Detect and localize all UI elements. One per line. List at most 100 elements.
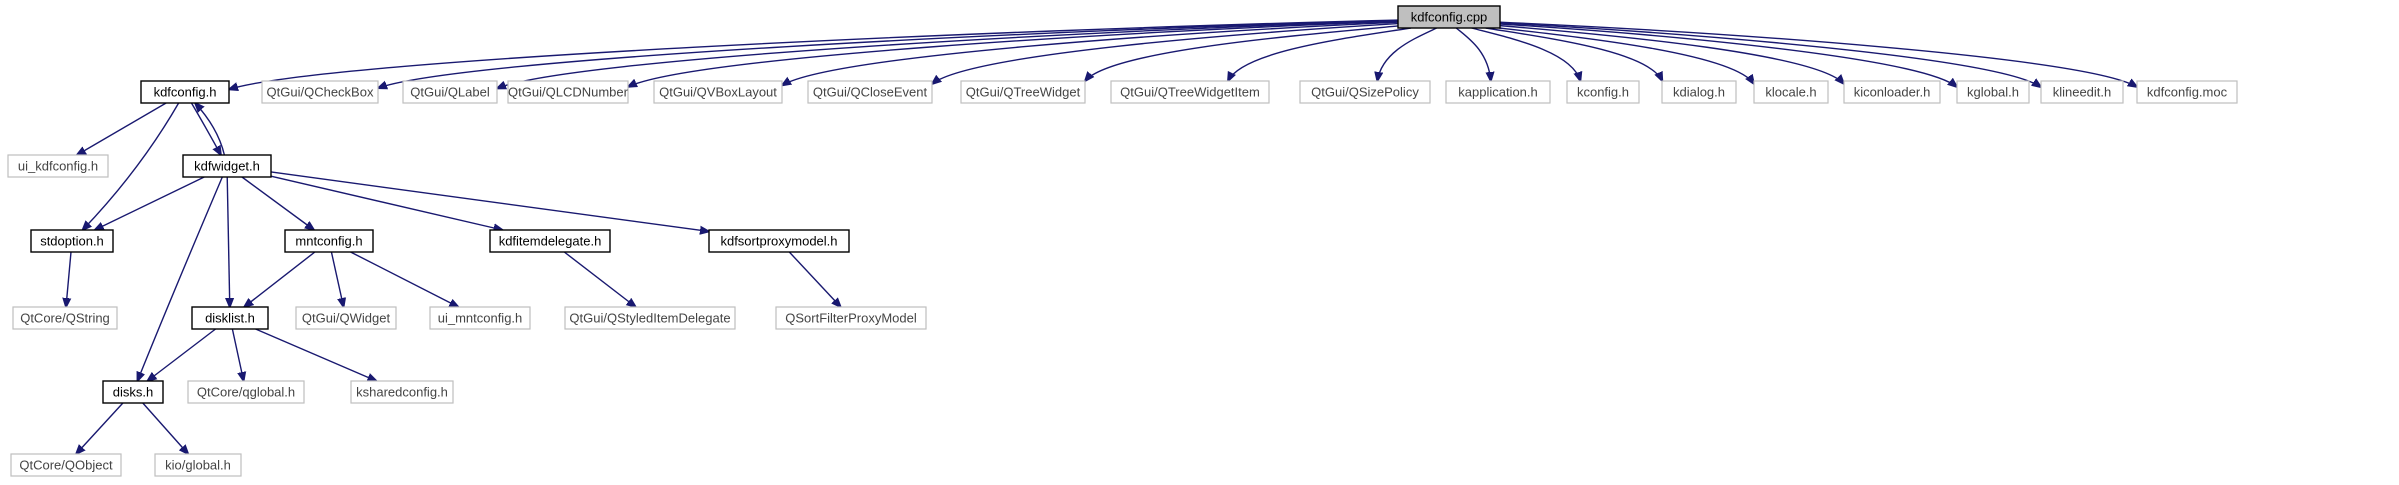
node-box — [140, 80, 230, 104]
node-label: QtGui/QTreeWidget — [966, 85, 1081, 100]
node-label: QSortFilterProxyModel — [785, 311, 917, 326]
edge-kdfwidget-to-mntconfig — [241, 176, 314, 230]
node-label: QtCore/QObject — [19, 458, 113, 473]
node-box — [653, 80, 783, 104]
node-label: kdfitemdelegate.h — [499, 234, 602, 249]
node-label: QtGui/QVBoxLayout — [659, 85, 777, 100]
node-box — [564, 306, 736, 330]
node-label: QtGui/QLabel — [410, 85, 490, 100]
node-label: kapplication.h — [1458, 85, 1538, 100]
node-box — [191, 306, 269, 330]
node-label: QtGui/QTreeWidgetItem — [1120, 85, 1260, 100]
edge-kdfconfig_cpp-to-qvboxlayout — [782, 21, 1399, 85]
edge-mntconfig-to-disklist — [244, 251, 316, 307]
edge-disks-to-qobject — [76, 402, 124, 454]
node-kdfitemdelegate[interactable]: kdfitemdelegate.h — [489, 229, 611, 253]
node-qobject: QtCore/QObject — [10, 453, 122, 477]
node-box — [429, 306, 531, 330]
node-label: kdialog.h — [1673, 85, 1725, 100]
node-kdialog: kdialog.h — [1661, 80, 1737, 104]
node-box — [2136, 80, 2238, 104]
node-label: klocale.h — [1765, 85, 1816, 100]
node-label: disks.h — [113, 385, 153, 400]
node-box — [154, 453, 242, 477]
edge-mntconfig-to-ui_mntconfig — [350, 251, 459, 307]
node-label: ksharedconfig.h — [356, 385, 448, 400]
node-qlabel: QtGui/QLabel — [402, 80, 498, 104]
node-klocale: klocale.h — [1753, 80, 1829, 104]
node-label: kdfwidget.h — [194, 159, 260, 174]
edge-kdfconfig_cpp-to-kdfconfig_moc — [1499, 21, 2137, 87]
node-label: kdfconfig.cpp — [1411, 10, 1488, 25]
edge-disks-to-kio_global — [142, 402, 188, 454]
edge-kdfwidget-to-disklist — [227, 176, 230, 307]
node-box — [10, 453, 122, 477]
node-qtreewidgetitem: QtGui/QTreeWidgetItem — [1110, 80, 1270, 104]
edge-kdfconfig_cpp-to-kapplication — [1455, 27, 1491, 81]
node-kdfconfig-moc: kdfconfig.moc — [2136, 80, 2238, 104]
node-box — [960, 80, 1086, 104]
edge-kdfconfig_cpp-to-klineedit — [1499, 22, 2041, 87]
edge-kdfwidget-to-kdfconfig_h — [195, 103, 226, 156]
edge-kdfsortproxymodel-to-qsortfilterproxymodel — [788, 251, 840, 307]
node-disks[interactable]: disks.h — [102, 380, 164, 404]
edge-kdfconfig_h-to-stdoption — [83, 102, 180, 230]
edge-disklist-to-ksharedconfig — [255, 328, 377, 381]
node-box — [30, 229, 114, 253]
edge-kdfwidget-to-kdfitemdelegate — [270, 175, 503, 230]
node-box — [12, 306, 118, 330]
node-kdfwidget[interactable]: kdfwidget.h — [182, 154, 272, 178]
node-box — [102, 380, 164, 404]
node-box — [1445, 80, 1551, 104]
edge-kdfwidget-to-kdfsortproxymodel — [270, 171, 709, 232]
node-label: ui_kdfconfig.h — [18, 159, 98, 174]
node-box — [295, 306, 397, 330]
edge-layer — [66, 19, 2137, 454]
node-label: QtGui/QCheckBox — [267, 85, 374, 100]
node-box — [1110, 80, 1270, 104]
node-box — [261, 80, 379, 104]
node-box — [1753, 80, 1829, 104]
node-kconfig: kconfig.h — [1566, 80, 1640, 104]
node-box — [489, 229, 611, 253]
edge-kdfitemdelegate-to-qstyleditemdelegate — [563, 251, 635, 307]
node-label: QtGui/QLCDNumber — [508, 85, 629, 100]
edge-kdfconfig_cpp-to-qsizepolicy — [1377, 27, 1437, 81]
edge-kdfwidget-to-disks — [137, 176, 223, 381]
node-label: QtGui/QCloseEvent — [813, 85, 928, 100]
node-label: QtGui/QStyledItemDelegate — [569, 311, 730, 326]
node-qwidget: QtGui/QWidget — [295, 306, 397, 330]
node-label: disklist.h — [205, 311, 255, 326]
node-box — [350, 380, 454, 404]
node-ksharedconfig: ksharedconfig.h — [350, 380, 454, 404]
edge-kdfconfig_h-to-kdfwidget — [190, 102, 220, 155]
node-disklist[interactable]: disklist.h — [191, 306, 269, 330]
node-label: kio/global.h — [165, 458, 231, 473]
edge-kdfconfig_cpp-to-kglobal — [1499, 23, 1957, 87]
edge-kdfconfig_cpp-to-kdialog — [1485, 27, 1663, 81]
node-box — [507, 80, 629, 104]
node-label: kdfconfig.moc — [2147, 85, 2228, 100]
node-box — [187, 380, 305, 404]
node-label: kiconloader.h — [1854, 85, 1931, 100]
node-qcheckbox: QtGui/QCheckBox — [261, 80, 379, 104]
node-box — [708, 229, 850, 253]
node-kdfconfig-h[interactable]: kdfconfig.h — [140, 80, 230, 104]
node-box — [807, 80, 933, 104]
edge-kdfconfig_cpp-to-qcheckbox — [378, 19, 1399, 88]
node-kdfsortproxymodel[interactable]: kdfsortproxymodel.h — [708, 229, 850, 253]
node-qstyleditemdelegate: QtGui/QStyledItemDelegate — [564, 306, 736, 330]
node-mntconfig[interactable]: mntconfig.h — [284, 229, 374, 253]
node-box — [1661, 80, 1737, 104]
node-label: kdfsortproxymodel.h — [720, 234, 837, 249]
node-kdfconfig-cpp[interactable]: kdfconfig.cpp — [1397, 5, 1501, 29]
node-kapplication: kapplication.h — [1445, 80, 1551, 104]
edge-stdoption-to-qstring — [66, 251, 72, 307]
node-box — [402, 80, 498, 104]
node-box — [1956, 80, 2030, 104]
node-stdoption[interactable]: stdoption.h — [30, 229, 114, 253]
edge-disklist-to-disks — [147, 328, 217, 381]
edge-kdfconfig_cpp-to-qcloseevent — [932, 22, 1399, 84]
